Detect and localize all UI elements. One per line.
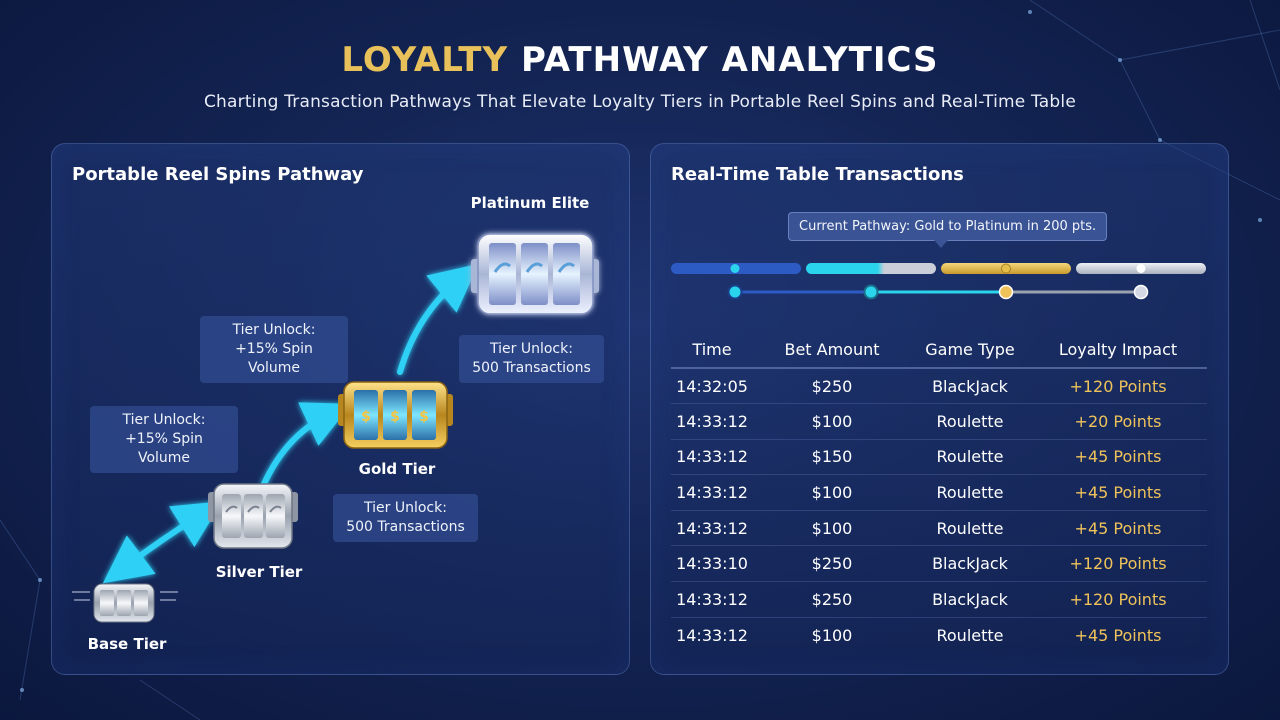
gold-tier-label: Gold Tier: [358, 460, 436, 478]
cell-time: 14:33:12: [671, 474, 753, 511]
cell-time: 14:33:12: [671, 439, 753, 476]
reel-spins-pathway-panel: Portable Reel Spins Pathway: [51, 143, 630, 675]
cell-bet: $100: [811, 625, 853, 645]
gold-tier-slot-icon: $ $ $: [338, 381, 453, 449]
unlock-silver-volume-line1: Tier Unlock:: [122, 412, 206, 428]
arrow-base-to-silver: [102, 501, 223, 584]
page-title-rest: PATHWAY ANALYTICS: [520, 40, 939, 80]
cell-time: 14:33:12: [671, 510, 753, 547]
reel-spins-panel-title: Portable Reel Spins Pathway: [72, 164, 364, 185]
cell-bet: $100: [753, 403, 911, 440]
unlock-gold-volume-line1: Tier Unlock:: [232, 322, 316, 338]
cell-game: Roulette: [936, 625, 1004, 645]
cell-bet: $250: [753, 581, 911, 618]
progress-node-gold: [998, 284, 1014, 300]
unlock-gold-volume-line2: +15% Spin Volume: [235, 341, 313, 376]
table-header-row: Time Bet Amount Game Type Loyalty Impact: [671, 332, 1207, 369]
svg-text:$: $: [419, 409, 429, 425]
unlock-silver-transactions: Tier Unlock: 500 Transactions: [333, 494, 478, 542]
cell-impact: +120 Points: [1029, 368, 1207, 405]
unlock-gold-transactions: Tier Unlock: 500 Transactions: [459, 335, 604, 383]
cell-time: 14:33:12: [671, 581, 753, 618]
cell-game: BlackJack: [911, 581, 1029, 618]
cell-game: Roulette: [911, 439, 1029, 476]
cell-impact: +45 Points: [1029, 474, 1207, 511]
arrow-gold-to-platinum: [397, 263, 479, 375]
cell-bet: $100: [753, 474, 911, 511]
column-header-loyalty-impact: Loyalty Impact: [1029, 332, 1207, 369]
transactions-table: Time Bet Amount Game Type Loyalty Impact…: [671, 332, 1207, 653]
page-subtitle: Charting Transaction Pathways That Eleva…: [203, 92, 1077, 112]
table-row: 14:33:12 $100 Roulette +20 Points: [671, 403, 1207, 440]
cell-impact: +45 Points: [1029, 439, 1207, 476]
pathway-diagram: $ $ $: [72, 233, 599, 623]
column-header-game-type: Game Type: [911, 332, 1029, 369]
table-row: 14:33:12 $250 BlackJack +120 Points: [671, 581, 1207, 618]
table-row: 14:33:10 $250 BlackJack +120 Points: [671, 545, 1207, 583]
cell-impact: +20 Points: [1029, 403, 1207, 440]
table-transactions-panel: Real-Time Table Transactions Current Pat…: [650, 143, 1229, 675]
cell-bet: $100: [753, 510, 911, 547]
cell-game: Roulette: [911, 474, 1029, 511]
progress-node-silver: [863, 284, 879, 300]
cell-game: BlackJack: [911, 368, 1029, 405]
unlock-silver-transactions-line2: 500 Transactions: [346, 519, 465, 535]
page-title: LOYALTY PATHWAY ANALYTICS: [0, 40, 1280, 80]
silver-tier-slot-icon: [208, 483, 298, 549]
table-transactions-panel-title: Real-Time Table Transactions: [671, 164, 964, 185]
table-row: 14:33:12 $100 Roulette +45 Points: [671, 617, 1207, 653]
table-row: 14:33:12 $150 Roulette +45 Points: [671, 439, 1207, 476]
current-pathway-tooltip: Current Pathway: Gold to Platinum in 200…: [788, 212, 1108, 241]
progress-node-base: [727, 284, 743, 300]
unlock-gold-transactions-line2: 500 Transactions: [472, 360, 591, 376]
platinum-tier-label: Platinum Elite: [470, 194, 590, 212]
table-row: 14:33:12 $100 Roulette +45 Points: [671, 474, 1207, 511]
cell-time: 14:33:10: [671, 545, 753, 583]
cell-time: 14:33:12: [676, 625, 748, 645]
unlock-silver-transactions-line1: Tier Unlock:: [364, 500, 447, 516]
tooltip-pointer: [934, 240, 948, 248]
page-header: LOYALTY PATHWAY ANALYTICS Charting Trans…: [0, 40, 1280, 112]
progress-node-platinum: [1133, 284, 1149, 300]
base-tier-label: Base Tier: [87, 635, 167, 653]
cell-bet: $150: [753, 439, 911, 476]
cell-impact: +120 Points: [1029, 545, 1207, 583]
unlock-silver-volume: Tier Unlock: +15% Spin Volume: [90, 406, 238, 473]
cell-time: 14:33:12: [671, 403, 753, 440]
cell-bet: $250: [753, 545, 911, 583]
cell-impact: +120 Points: [1029, 581, 1207, 618]
cell-bet: $250: [753, 368, 911, 405]
arrow-silver-to-gold: [261, 402, 352, 487]
column-header-bet-amount: Bet Amount: [753, 332, 911, 369]
column-header-time: Time: [671, 332, 753, 369]
cell-game: BlackJack: [911, 545, 1029, 583]
svg-text:$: $: [361, 409, 371, 425]
unlock-gold-transactions-line1: Tier Unlock:: [490, 341, 573, 357]
cell-impact: +45 Points: [1029, 510, 1207, 547]
cell-time: 14:32:05: [671, 368, 753, 405]
platinum-tier-slot-icon: [471, 233, 599, 315]
unlock-silver-volume-line2: +15% Spin Volume: [125, 431, 203, 466]
svg-text:$: $: [390, 409, 400, 425]
unlock-gold-volume: Tier Unlock: +15% Spin Volume: [200, 316, 348, 383]
silver-tier-label: Silver Tier: [215, 563, 303, 581]
base-tier-slot-icon: [72, 583, 178, 623]
table-row: 14:32:05 $250 BlackJack +120 Points: [671, 368, 1207, 405]
cell-game: Roulette: [911, 403, 1029, 440]
page-title-highlight: LOYALTY: [341, 40, 509, 80]
cell-impact: +45 Points: [1074, 625, 1162, 645]
table-row: 14:33:12 $100 Roulette +45 Points: [671, 510, 1207, 547]
tier-progress-track: [671, 263, 1206, 300]
cell-game: Roulette: [911, 510, 1029, 547]
